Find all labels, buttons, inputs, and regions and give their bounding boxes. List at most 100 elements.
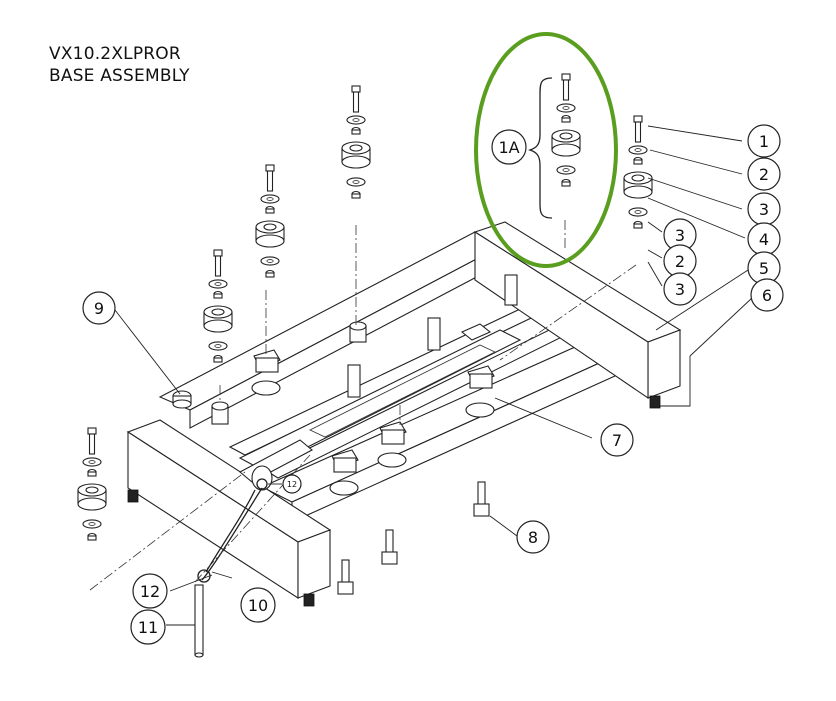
callout-2b: 2 bbox=[663, 244, 697, 278]
callouts: 1 2 3 4 3 2 3 5 6 7 8 9 10 11 12 12 1A bbox=[82, 124, 784, 645]
bolt-shank bbox=[352, 91, 360, 113]
stack-part bbox=[266, 197, 274, 201]
title-assembly: BASE ASSEMBLY bbox=[49, 66, 190, 86]
callout-8: 8 bbox=[516, 520, 550, 554]
stack-part bbox=[634, 210, 642, 214]
stack-part bbox=[260, 194, 280, 204]
stack-part bbox=[346, 177, 366, 187]
callout-5: 5 bbox=[747, 251, 781, 285]
callout-3b: 3 bbox=[663, 218, 697, 252]
leader-lines bbox=[114, 125, 753, 626]
stack-part bbox=[561, 117, 571, 123]
stack-part bbox=[351, 193, 361, 199]
callout-12-small: 12 bbox=[282, 474, 302, 494]
isolator-stacks bbox=[77, 73, 653, 541]
bolt-shank bbox=[266, 170, 274, 192]
callout-9: 9 bbox=[82, 291, 116, 325]
callout-6: 6 bbox=[750, 278, 784, 312]
stack-part bbox=[213, 357, 223, 363]
callout-3-label: 3 bbox=[759, 200, 769, 219]
callout-2: 2 bbox=[747, 157, 781, 191]
callout-3c: 3 bbox=[663, 272, 697, 306]
callout-10-label: 10 bbox=[248, 596, 268, 615]
stack-part bbox=[556, 103, 576, 113]
callout-2b-label: 2 bbox=[675, 252, 685, 271]
callout-12: 12 bbox=[132, 573, 168, 609]
callout-7: 7 bbox=[600, 423, 634, 457]
highlight-ring bbox=[474, 32, 618, 268]
slotted-blocks bbox=[251, 349, 495, 496]
knob bbox=[172, 390, 192, 409]
callout-6-label: 6 bbox=[762, 286, 772, 305]
bolt-shank bbox=[634, 121, 642, 143]
stack-part bbox=[556, 165, 576, 175]
stack-part bbox=[263, 223, 277, 231]
stack-part bbox=[631, 174, 645, 182]
stack-part bbox=[561, 73, 571, 81]
pin-lanyard bbox=[194, 478, 268, 658]
bottom-bolts bbox=[337, 481, 490, 595]
stack-part bbox=[634, 148, 642, 152]
stack-part bbox=[265, 208, 275, 214]
callout-1a: 1A bbox=[491, 129, 527, 165]
stack-part bbox=[628, 145, 648, 155]
bolt-shank bbox=[562, 79, 570, 101]
stack-part bbox=[260, 256, 280, 266]
stack-part bbox=[85, 486, 99, 494]
center-lines bbox=[89, 220, 637, 591]
stack-part bbox=[561, 181, 571, 187]
bolt-shank bbox=[88, 433, 96, 455]
callout-1: 1 bbox=[747, 124, 781, 158]
stack-part bbox=[562, 168, 570, 172]
stack-part bbox=[77, 497, 107, 511]
stack-part bbox=[633, 223, 643, 229]
stack-part bbox=[352, 118, 360, 122]
stack-part bbox=[214, 282, 222, 286]
stack-part bbox=[82, 457, 102, 467]
stack-part bbox=[211, 308, 225, 316]
stack-part bbox=[255, 234, 285, 248]
callout-5-label: 5 bbox=[759, 259, 769, 278]
stack-part bbox=[203, 319, 233, 333]
callout-12-small-label: 12 bbox=[287, 480, 297, 489]
stack-part bbox=[349, 144, 363, 152]
callout-1a-label: 1A bbox=[498, 138, 519, 157]
stack-part bbox=[341, 155, 371, 169]
stack-part bbox=[213, 293, 223, 299]
stack-part bbox=[352, 180, 360, 184]
stack-part bbox=[351, 85, 361, 93]
callout-3b-label: 3 bbox=[675, 226, 685, 245]
stack-part bbox=[562, 106, 570, 110]
stack-part bbox=[628, 207, 648, 217]
stack-part bbox=[633, 159, 643, 165]
callout-8-label: 8 bbox=[528, 528, 538, 547]
callout-11: 11 bbox=[130, 609, 166, 645]
callout-4-label: 4 bbox=[759, 230, 769, 249]
stack-part bbox=[214, 344, 222, 348]
base-frame bbox=[126, 221, 682, 607]
callout-12-label: 12 bbox=[140, 582, 160, 601]
stack-part bbox=[266, 259, 274, 263]
stack-part bbox=[87, 427, 97, 435]
stack-part bbox=[88, 522, 96, 526]
stack-part bbox=[213, 249, 223, 257]
callout-9-label: 9 bbox=[94, 299, 104, 318]
stack-part bbox=[551, 143, 581, 157]
callout-3: 3 bbox=[747, 192, 781, 226]
stack-part bbox=[87, 471, 97, 477]
stack-part bbox=[265, 164, 275, 172]
callout-10: 10 bbox=[240, 587, 276, 623]
stack-part bbox=[623, 185, 653, 199]
stack-part bbox=[87, 535, 97, 541]
callout-4: 4 bbox=[747, 222, 781, 256]
brace-1a bbox=[527, 77, 553, 219]
stack-part bbox=[346, 115, 366, 125]
stack-part bbox=[559, 132, 573, 140]
callout-11-label: 11 bbox=[138, 618, 158, 637]
stack-part bbox=[208, 341, 228, 351]
stack-part bbox=[351, 129, 361, 135]
stack-part bbox=[208, 279, 228, 289]
callout-1-label: 1 bbox=[759, 132, 769, 151]
